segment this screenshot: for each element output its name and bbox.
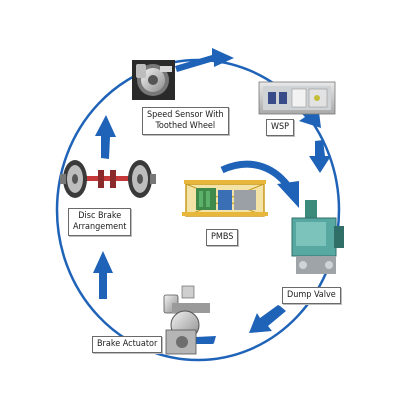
wheelset-disc-brake-icon xyxy=(60,160,156,198)
speed-sensor-label-line-1: Speed Sensor With xyxy=(147,110,224,120)
arrow-right-icon xyxy=(309,140,331,173)
brake-actuator-label: Brake Actuator xyxy=(92,336,163,353)
disc-brake-label-line-1: Disc Brake xyxy=(78,211,122,221)
pmbs-to-valve-arrow xyxy=(220,160,291,189)
wsp-label-text: WSP xyxy=(271,122,290,132)
wsp-label: WSP xyxy=(266,119,295,136)
dump-valve-label: Dump Valve xyxy=(282,287,341,304)
disc-brake-label: Disc Brake Arrangement xyxy=(68,208,132,236)
arrow-left-mid-icon xyxy=(95,115,116,159)
arrow-bottom-right-icon xyxy=(249,305,286,333)
arrow-left-lower-icon xyxy=(93,251,113,299)
brake-actuator-icon xyxy=(163,285,210,355)
dump-valve-label-text: Dump Valve xyxy=(287,290,336,300)
arrow-top-icon xyxy=(175,48,234,72)
brake-actuator-label-text: Brake Actuator xyxy=(97,339,158,349)
pmbs-to-valve-arrowhead-icon xyxy=(277,181,299,208)
dump-valve-icon xyxy=(291,200,344,274)
speed-sensor-label: Speed Sensor With Toothed Wheel xyxy=(142,107,229,135)
pmbs-label: PMBS xyxy=(206,229,239,246)
speed-sensor-icon xyxy=(132,60,175,100)
pmbs-label-text: PMBS xyxy=(211,232,234,242)
pmbs-frame-icon xyxy=(182,180,268,217)
disc-brake-label-line-2: Arrangement xyxy=(73,222,127,232)
wsp-unit-icon xyxy=(258,81,336,115)
speed-sensor-label-line-2: Toothed Wheel xyxy=(155,121,216,131)
